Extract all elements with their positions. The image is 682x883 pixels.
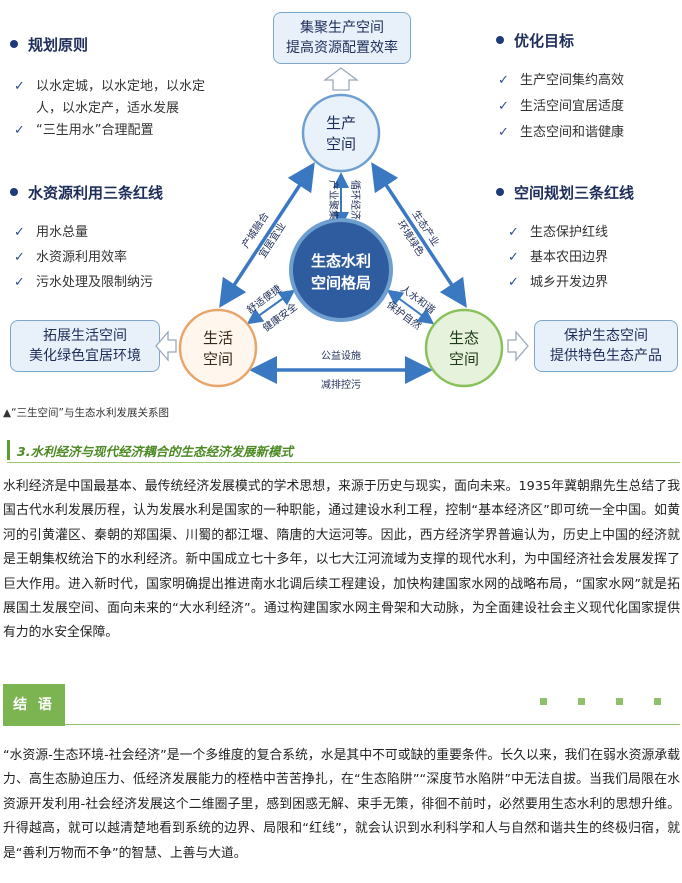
list-item: 人，以水定产，适水发展 xyxy=(36,101,180,116)
water-redlines-title: 水资源利用三条红线 xyxy=(10,182,163,203)
check-icon: ✓ xyxy=(508,225,519,240)
ecology-label-1: 生态 xyxy=(449,329,479,347)
section-heading-text: 3.水利经济与现代经济耦合的生态经济发展新模式 xyxy=(17,444,293,459)
section-heading: 3.水利经济与现代经济耦合的生态经济发展新模式 xyxy=(3,438,680,464)
bullet-dot-icon xyxy=(496,35,504,44)
list-item: ✓污水处理及限制纳污 xyxy=(12,270,212,295)
heading-accent-bar xyxy=(7,440,10,460)
heading-divider xyxy=(7,462,680,463)
check-icon: ✓ xyxy=(14,123,25,138)
check-icon: ✓ xyxy=(14,250,25,265)
check-icon: ✓ xyxy=(498,73,509,88)
ecology-node xyxy=(424,308,504,388)
production-label-1: 生产 xyxy=(326,114,356,132)
list-item: ✓“三生用水”合理配置 xyxy=(12,120,282,142)
decor-square-icon xyxy=(654,698,661,705)
check-icon: ✓ xyxy=(14,225,25,240)
figure-caption: ▲“三生空间”与生态水利发展关系图 xyxy=(3,407,169,419)
production-node xyxy=(301,93,381,173)
relation-diagram: 规划原则 ✓以水定城，以水定地，以水定 人，以水定产，适水发展 ✓“三生用水”合… xyxy=(0,0,682,400)
decor-square-icon xyxy=(540,698,547,705)
center-label-2: 空间格局 xyxy=(311,274,371,292)
list-item: ✓生活空间宜居适度 xyxy=(496,94,676,120)
check-icon: ✓ xyxy=(498,125,509,140)
principles-title: 规划原则 xyxy=(10,34,88,55)
edge-label: 公益设施 xyxy=(321,349,361,362)
check-icon: ✓ xyxy=(14,79,25,94)
edge-label: 产业聚集 xyxy=(327,180,340,220)
production-label-2: 空间 xyxy=(326,135,356,153)
goals-title: 优化目标 xyxy=(496,30,574,51)
bullet-dot-icon xyxy=(10,187,18,196)
arrow-eco-center xyxy=(386,289,435,325)
edge-label: 循环经济 xyxy=(349,180,362,220)
living-node xyxy=(178,308,258,388)
living-label-1: 生活 xyxy=(203,329,233,347)
conclusion-paragraph: “水资源-生态环境-社会经济”是一个多维度的复合系统，水是其中不可或缺的重要条件… xyxy=(3,748,680,861)
water-redlines-list: ✓用水总量 ✓水资源利用效率 ✓污水处理及限制纳污 xyxy=(12,220,212,295)
left-hollow-arrow-icon xyxy=(155,330,177,362)
right-outcome-box: 保护生态空间提供特色生态产品 xyxy=(534,320,678,372)
left-outcome-box: 拓展生活空间美化绿色宜居环境 xyxy=(10,320,160,372)
arrow-prod-eco xyxy=(371,162,467,308)
right-hollow-arrow-icon xyxy=(507,330,529,362)
bullet-dot-icon xyxy=(10,39,18,48)
bullet-dot-icon xyxy=(496,187,504,196)
list-item: ✓用水总量 xyxy=(12,220,212,245)
list-item: ✓基本农田边界 xyxy=(506,245,676,270)
living-label-2: 空间 xyxy=(203,350,233,368)
arrow-living-center xyxy=(246,289,296,325)
check-icon: ✓ xyxy=(508,250,519,265)
ecology-label-2: 空间 xyxy=(449,350,479,368)
center-node xyxy=(289,218,393,322)
space-redlines-list: ✓生态保护红线 ✓基本农田边界 ✓城乡开发边界 xyxy=(506,220,676,295)
check-icon: ✓ xyxy=(508,275,519,290)
principles-list: ✓以水定城，以水定地，以水定 人，以水定产，适水发展 ✓“三生用水”合理配置 xyxy=(12,76,282,142)
goals-list: ✓生产空间集约高效 ✓生活空间宜居适度 ✓生态空间和谐健康 xyxy=(496,68,676,146)
up-hollow-arrow-icon xyxy=(323,67,359,91)
list-item: ✓以水定城，以水定地，以水定 xyxy=(12,76,282,98)
section3-paragraph: 水利经济是中国最基本、最传统经济发展模式的学术思想，来源于历史与现实，面向未来。… xyxy=(3,479,680,641)
check-icon: ✓ xyxy=(14,275,25,290)
list-item: ✓城乡开发边界 xyxy=(506,270,676,295)
decor-square-icon xyxy=(578,698,585,705)
conclusion-badge: 结 语 xyxy=(3,684,65,726)
list-item: ✓生态空间和谐健康 xyxy=(496,120,676,146)
list-item: ✓生态保护红线 xyxy=(506,220,676,245)
arrow-prod-living xyxy=(219,162,315,308)
space-redlines-title: 空间规划三条红线 xyxy=(496,182,634,203)
top-outcome-box: 集聚生产空间提高资源配置效率 xyxy=(273,12,411,64)
center-label-1: 生态水利 xyxy=(311,252,371,270)
check-icon: ✓ xyxy=(498,99,509,114)
edge-label: 减排控污 xyxy=(321,378,361,391)
list-item: ✓水资源利用效率 xyxy=(12,245,212,270)
conclusion-divider xyxy=(65,724,680,725)
list-item: ✓生产空间集约高效 xyxy=(496,68,676,94)
diagram-svg: 生产 空间 生活 空间 生态 空间 生态水利 空间格局 产城融合 宜居宜业 生态… xyxy=(155,67,529,391)
decor-square-icon xyxy=(616,698,623,705)
